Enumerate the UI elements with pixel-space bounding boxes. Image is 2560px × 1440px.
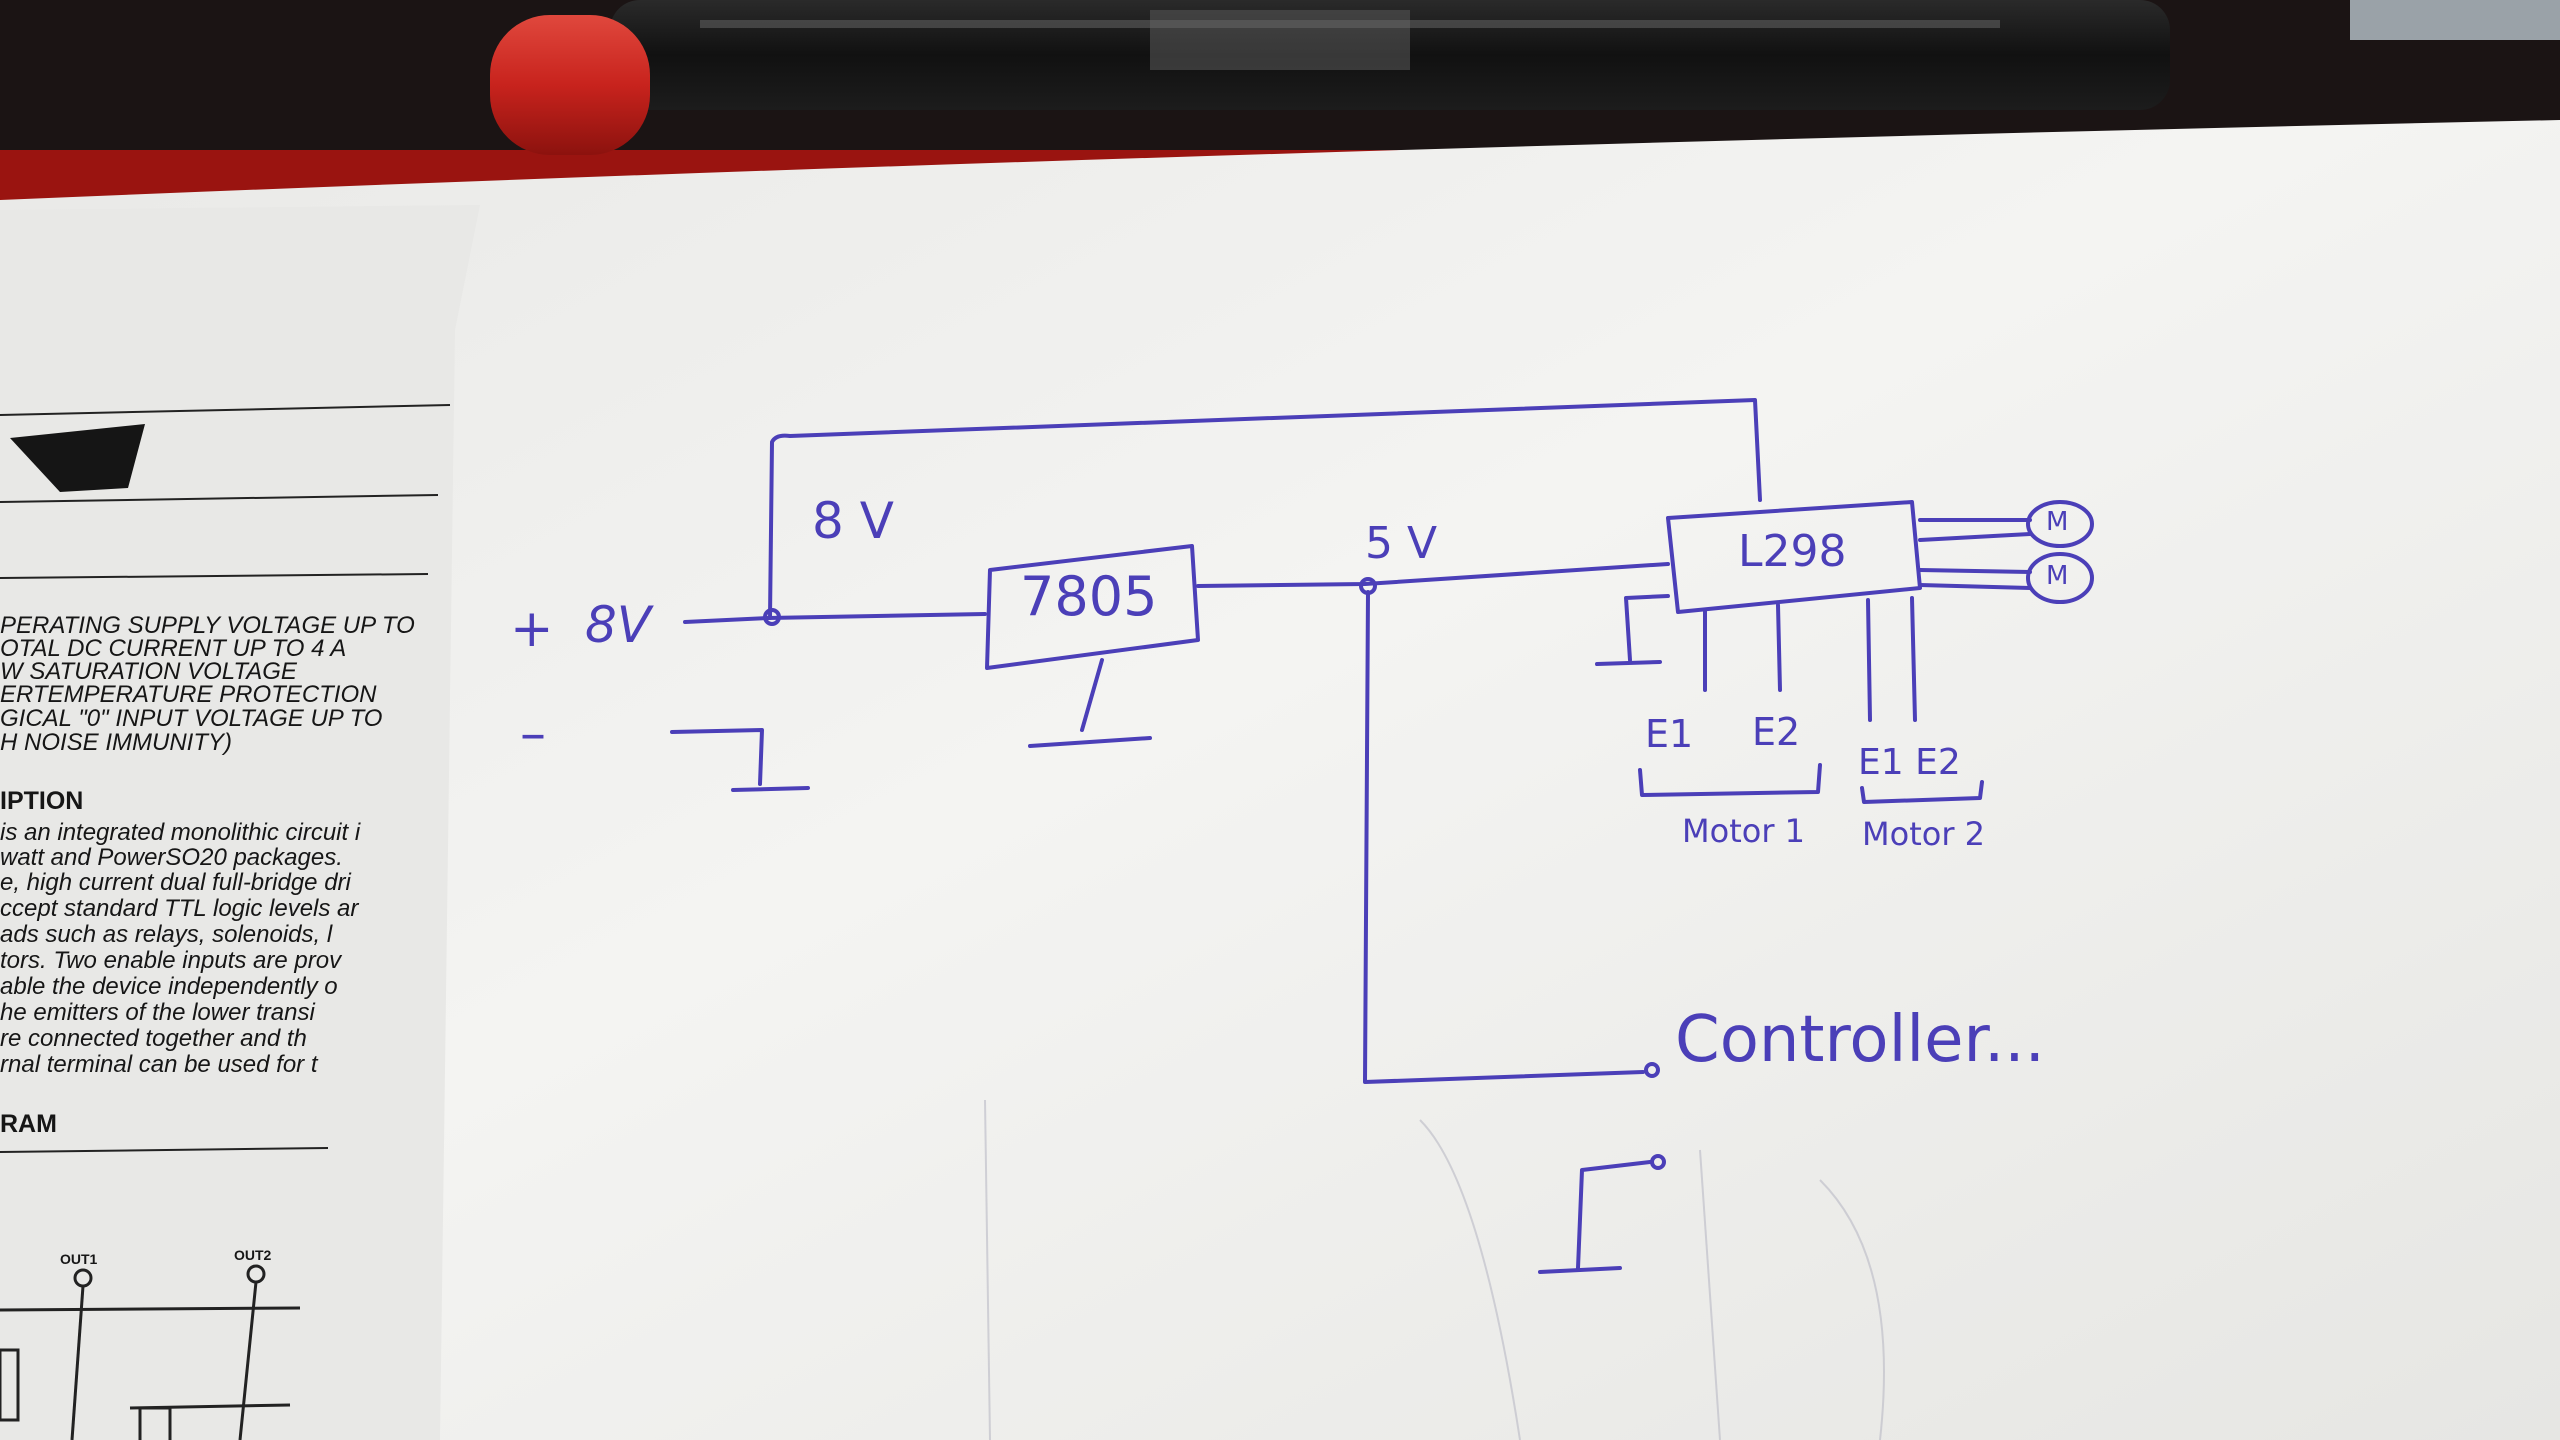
wire-to-controller	[1363, 590, 1645, 1084]
supply-voltage-label: 8V	[585, 596, 652, 654]
motor1-circle	[2026, 500, 2094, 548]
pen-highlight	[700, 20, 2000, 28]
motor1-bracket	[1638, 763, 1822, 797]
pin-e2-motor1	[1776, 603, 1782, 692]
hand-drawn-circuit	[670, 398, 2094, 1274]
datasheet-feature-1: PERATING SUPPLY VOLTAGE UP TO	[0, 612, 415, 639]
datasheet-description-line: ads such as relays, solenoids, l	[0, 921, 333, 948]
junction-8v	[763, 608, 781, 626]
datasheet-description-line: tors. Two enable inputs are prov	[0, 947, 342, 974]
wire-8v-top-rail	[768, 398, 1762, 620]
datasheet-block-diagram	[0, 1264, 301, 1440]
datasheet-description-line: e, high current dual full-bridge dri	[0, 869, 351, 896]
datasheet-description-line: he emitters of the lower transi	[0, 999, 315, 1026]
datasheet-description-line: able the device independently o	[0, 973, 338, 1000]
driver-l298-box	[1666, 500, 1922, 614]
datasheet-description-line: watt and PowerSO20 packages.	[0, 844, 343, 871]
enable-motor2-label: E1 E2	[1858, 742, 1961, 783]
wire-input-to-7805	[683, 612, 987, 624]
datasheet-description-line: rnal terminal can be used for t	[0, 1051, 318, 1078]
supply-plus-label: +	[510, 599, 554, 659]
supply-ground	[670, 728, 764, 786]
datasheet-logo-text: ST	[20, 435, 92, 491]
datasheet-out2-label: OUT2	[234, 1247, 272, 1263]
controller-terminal	[1644, 1062, 1660, 1078]
motor1-symbol: M	[2046, 507, 2069, 537]
datasheet-feature-2: OTAL DC CURRENT UP TO 4 A	[0, 635, 347, 662]
pin-e2-motor2	[1910, 596, 1917, 722]
motor2-label: Motor 2	[1862, 815, 1985, 853]
controller-label: Controller...	[1675, 1003, 2045, 1077]
datasheet-feature-6: H NOISE IMMUNITY)	[0, 729, 232, 756]
pen-red-tip	[490, 15, 650, 155]
supply-minus-label: –	[520, 704, 546, 764]
motor1-label: Motor 1	[1682, 812, 1805, 850]
motor2-wires	[1918, 568, 2032, 590]
pen-silver-band	[1150, 10, 1410, 70]
regulator-7805-ground	[1080, 658, 1104, 732]
datasheet-rules	[0, 404, 451, 1153]
datasheet-description-line: ccept standard TTL logic levels ar	[0, 895, 359, 922]
datasheet-feature-3: W SATURATION VOLTAGE	[0, 658, 297, 685]
pen-clip	[2350, 0, 2560, 40]
pen	[490, 0, 2560, 155]
paper-sheet	[0, 120, 2560, 1440]
rail-8v-label: 8 V	[812, 492, 894, 550]
datasheet-sheet	[0, 205, 480, 1440]
driver-l298-label: L298	[1738, 526, 1847, 577]
motor2-symbol: M	[2046, 561, 2069, 591]
regulator-7805-label: 7805	[1020, 565, 1158, 628]
datasheet-out1-label: OUT1	[60, 1251, 98, 1267]
faint-pencil-marks	[984, 1099, 1885, 1440]
st-logo	[10, 424, 145, 492]
controller-ground	[1576, 1160, 1652, 1270]
datasheet-feature-5: GICAL "0" INPUT VOLTAGE UP TO	[0, 705, 383, 732]
datasheet-diagram-heading: RAM	[0, 1110, 57, 1138]
datasheet-description-line: is an integrated monolithic circuit i	[0, 819, 361, 846]
rail-5v-label: 5 V	[1365, 518, 1438, 569]
wire-5v-rail	[1196, 562, 1670, 588]
enable-e2-motor1-label: E2	[1752, 710, 1801, 754]
driver-l298-ground	[1624, 594, 1670, 662]
pin-e1-motor2	[1866, 598, 1872, 722]
enable-e1-motor1-label: E1	[1645, 712, 1694, 756]
regulator-7805-box	[985, 544, 1200, 670]
datasheet-feature-4: ERTEMPERATURE PROTECTION	[0, 681, 377, 708]
datasheet-description-heading: IPTION	[0, 787, 84, 815]
motor2-bracket	[1860, 780, 1984, 804]
motor2-circle	[2026, 552, 2094, 604]
datasheet-description-line: re connected together and th	[0, 1025, 307, 1052]
motor1-wires	[1918, 518, 2032, 542]
